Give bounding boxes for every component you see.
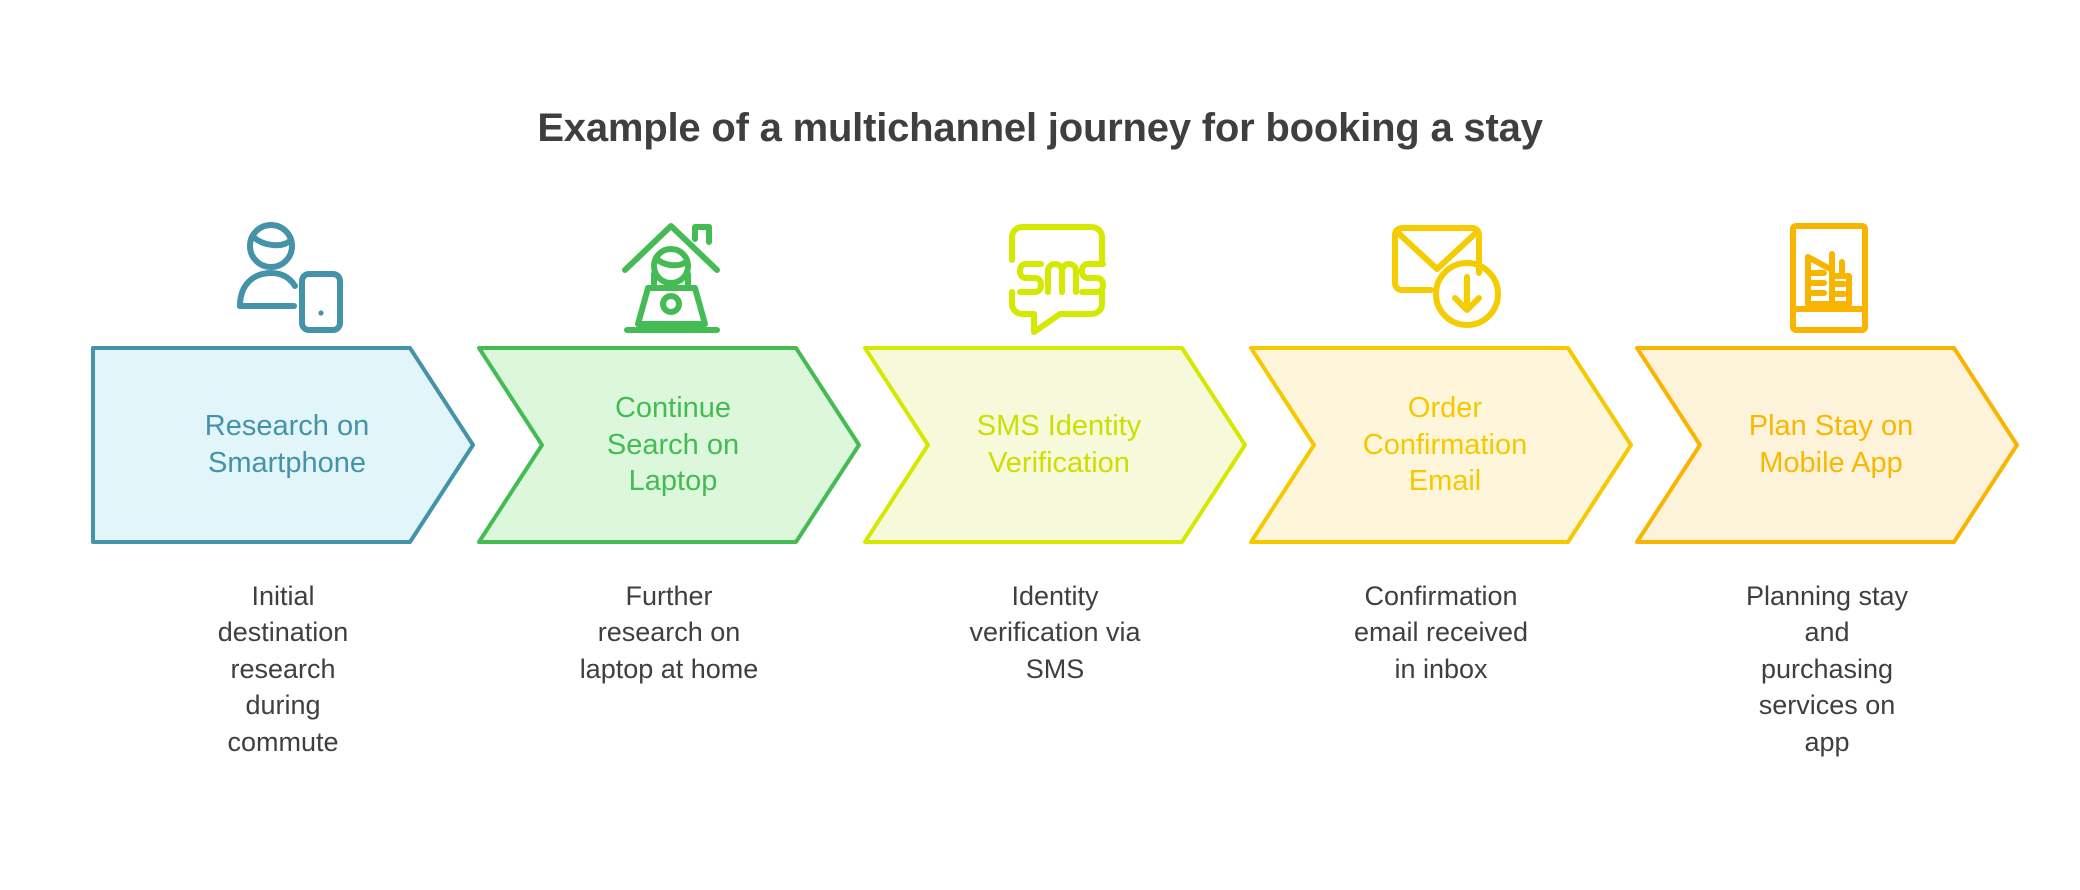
stage-label: Continue Search on Laptop: [606, 392, 740, 498]
email-download-icon: [1248, 210, 1634, 345]
stage-label: SMS Identity Verification: [976, 410, 1142, 479]
journey-stage[interactable]: SMS Identity Verification Identity verif…: [862, 210, 1248, 870]
stage-caption: Further research on laptop at home: [579, 581, 759, 684]
person-with-smartphone-icon: [90, 210, 476, 345]
stage-label: Order Confirmation Email: [1362, 392, 1528, 498]
journey-stage[interactable]: Plan Stay on Mobile App Planning stay an…: [1634, 210, 2020, 870]
sms-message-bubble-icon: [862, 210, 1248, 345]
journey-stage[interactable]: Research on Smartphone Initial destinati…: [90, 210, 476, 870]
chevron-shape[interactable]: Continue Search on Laptop: [476, 345, 862, 545]
mobile-app-buildings-icon: [1634, 210, 2020, 345]
stage-label: Research on Smartphone: [204, 410, 370, 479]
journey-stage[interactable]: Order Confirmation Email Confirmation em…: [1248, 210, 1634, 870]
stage-label: Plan Stay on Mobile App: [1748, 410, 1914, 479]
stage-caption: Planning stay and purchasing services on…: [1745, 581, 1909, 757]
journey-stage[interactable]: Continue Search on Laptop Further resear…: [476, 210, 862, 870]
stage-caption: Identity verification via SMS: [969, 581, 1141, 684]
stage-caption: Initial destination research during comm…: [217, 581, 349, 757]
chevron-shape[interactable]: Order Confirmation Email: [1248, 345, 1634, 545]
page-title: Example of a multichannel journey for bo…: [537, 106, 1543, 150]
chevron-shape[interactable]: Plan Stay on Mobile App: [1634, 345, 2020, 545]
journey-stage-list: Research on Smartphone Initial destinati…: [90, 210, 2020, 870]
chevron-shape[interactable]: Research on Smartphone: [90, 345, 476, 545]
stage-caption: Confirmation email received in inbox: [1353, 581, 1529, 684]
home-laptop-icon: [476, 210, 862, 345]
chevron-shape[interactable]: SMS Identity Verification: [862, 345, 1248, 545]
